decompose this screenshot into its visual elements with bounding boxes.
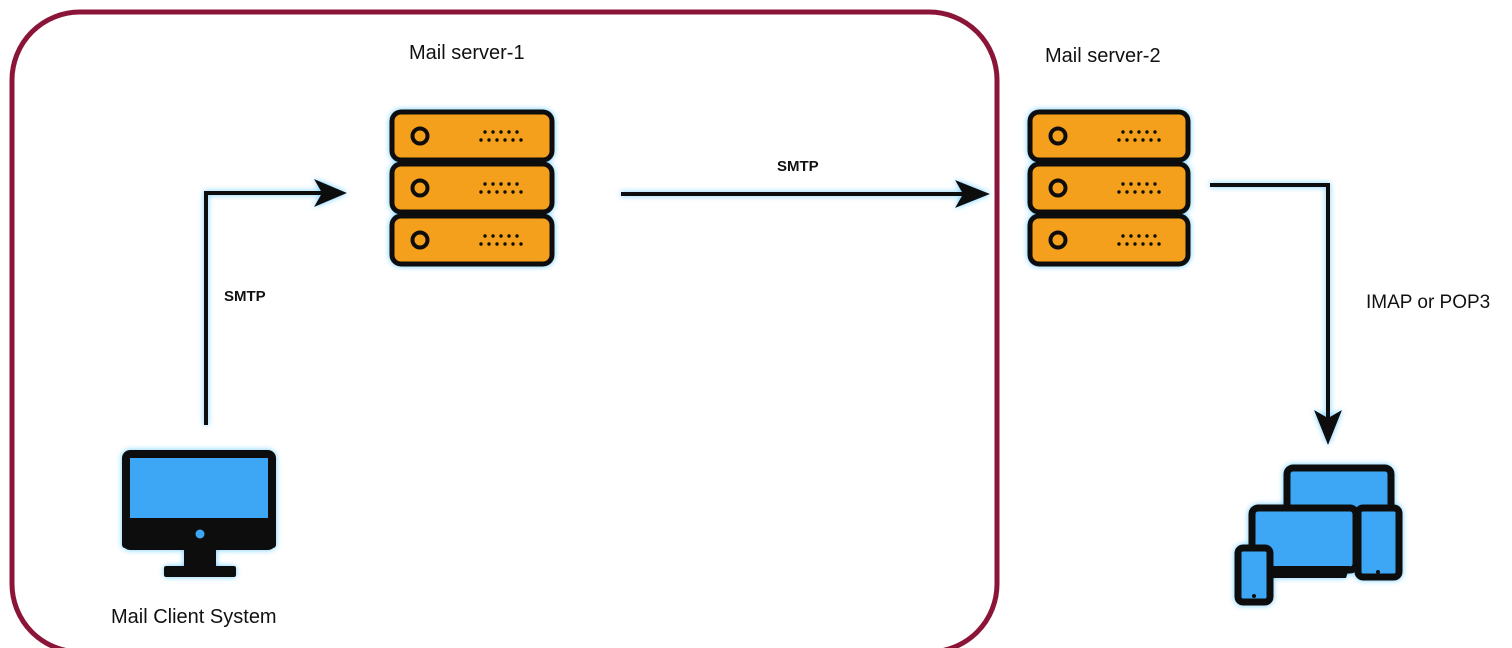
phone-device <box>1234 544 1274 606</box>
connector-server1-to-server2 <box>621 180 990 208</box>
server-unit <box>389 109 555 163</box>
server-unit <box>389 213 555 267</box>
server-unit <box>1027 213 1191 267</box>
connector-client-to-server1 <box>204 179 347 425</box>
connector-server2-to-devices <box>1210 183 1342 445</box>
server-unit <box>389 161 555 215</box>
multi-device-icon <box>1234 464 1403 606</box>
server1-domain-boundary <box>9 9 1000 648</box>
server-unit <box>1027 109 1191 163</box>
tablet-device <box>1354 504 1403 581</box>
desktop-monitor-icon <box>122 450 276 577</box>
server-rack-icon <box>1027 109 1191 267</box>
laptop-device <box>1240 504 1360 578</box>
server-rack-icon <box>389 109 555 267</box>
server-unit <box>1027 161 1191 215</box>
